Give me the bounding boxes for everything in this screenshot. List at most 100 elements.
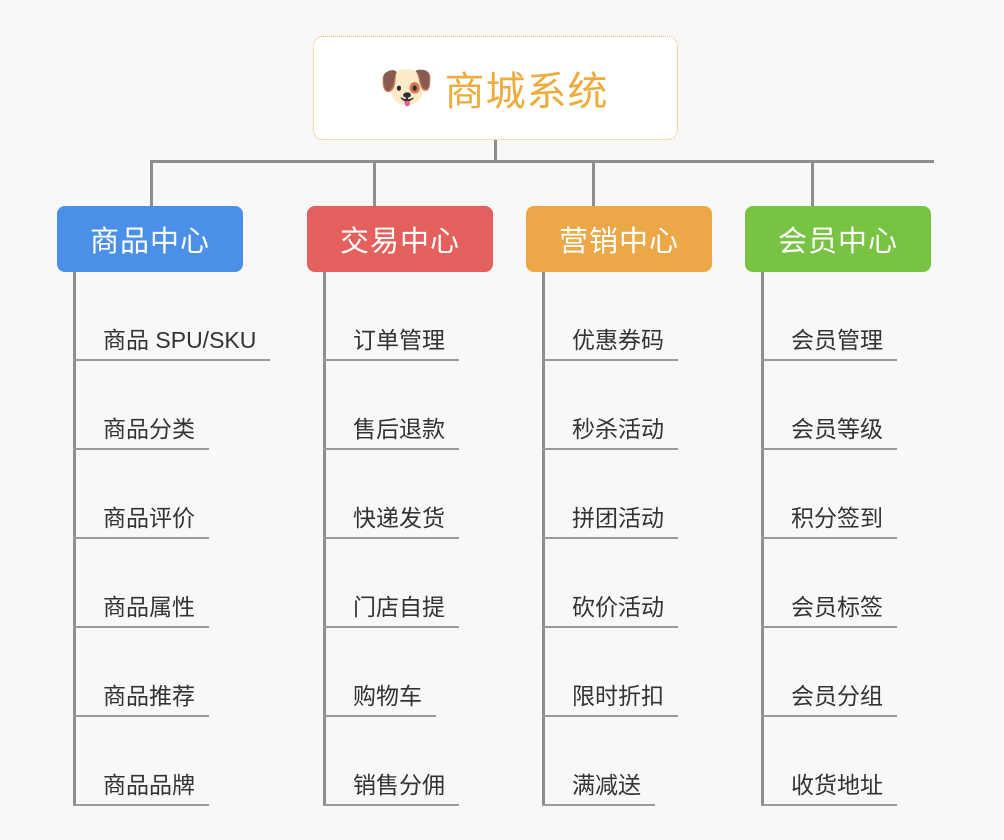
leaf-item-label: 订单管理	[353, 327, 445, 353]
leaf-item-underline	[542, 448, 678, 450]
connector-root-stem	[494, 140, 497, 162]
leaf-item-underline	[542, 626, 678, 628]
leaf-item[interactable]: 商品 SPU/SKU	[57, 272, 270, 361]
leaf-item-underline	[323, 537, 459, 539]
branch-trunk-marketing-center	[542, 272, 545, 806]
leaf-item-label: 售后退款	[353, 416, 445, 442]
leaf-item[interactable]: 购物车	[307, 628, 493, 717]
leaf-item-label: 商品分类	[103, 416, 195, 442]
leaf-item-label: 商品评价	[103, 505, 195, 531]
leaf-item-underline	[761, 715, 897, 717]
leaf-item-label: 优惠券码	[572, 327, 664, 353]
branch-header-label: 会员中心	[777, 226, 898, 258]
shiba-dog-face-icon: 🐶	[379, 63, 434, 112]
connector-horizontal-bar	[150, 160, 934, 163]
leaf-item[interactable]: 商品品牌	[57, 717, 256, 806]
leaf-item-underline	[542, 804, 655, 806]
leaf-list-member-center: 会员管理会员等级积分签到会员标签会员分组收货地址	[745, 272, 931, 806]
leaf-item-label: 砍价活动	[572, 594, 664, 620]
connector-drop-2	[373, 160, 376, 208]
leaf-item-underline	[542, 359, 678, 361]
leaf-item[interactable]: 会员管理	[745, 272, 931, 361]
leaf-item-underline	[73, 359, 270, 361]
leaf-item-label: 商品推荐	[103, 683, 195, 709]
leaf-item[interactable]: 优惠券码	[526, 272, 712, 361]
leaf-item-underline	[761, 804, 897, 806]
leaf-item-underline	[323, 715, 436, 717]
leaf-item-underline	[761, 359, 897, 361]
leaf-item-label: 商品品牌	[103, 772, 195, 798]
leaf-item-label: 会员分组	[791, 683, 883, 709]
leaf-item-underline	[73, 448, 209, 450]
leaf-item-underline	[323, 626, 459, 628]
leaf-list-product-center: 商品 SPU/SKU 商品分类商品评价商品属性商品推荐商品品牌	[57, 272, 270, 806]
leaf-list-trade-center: 订单管理售后退款快递发货门店自提购物车销售分佣	[307, 272, 493, 806]
leaf-list-marketing-center: 优惠券码秒杀活动拼团活动砍价活动限时折扣满减送	[526, 272, 712, 806]
leaf-item-label: 购物车	[353, 683, 422, 709]
leaf-item-label: 会员管理	[791, 327, 883, 353]
leaf-item[interactable]: 会员等级	[745, 361, 931, 450]
leaf-item[interactable]: 积分签到	[745, 450, 931, 539]
leaf-item-underline	[73, 537, 209, 539]
branch-header-marketing-center[interactable]: 营销中心	[526, 206, 712, 272]
leaf-item-underline	[323, 804, 459, 806]
root-node[interactable]: 🐶 商城系统	[313, 36, 678, 140]
leaf-item[interactable]: 会员分组	[745, 628, 931, 717]
leaf-item-underline	[761, 448, 897, 450]
leaf-item-label: 积分签到	[791, 505, 883, 531]
leaf-item[interactable]: 商品推荐	[57, 628, 256, 717]
connector-drop-1	[150, 160, 153, 208]
leaf-item[interactable]: 会员标签	[745, 539, 931, 628]
leaf-item-label: 门店自提	[353, 594, 445, 620]
leaf-item-underline	[323, 448, 459, 450]
leaf-item-label: 限时折扣	[572, 683, 664, 709]
leaf-item-label: 满减送	[572, 772, 641, 798]
leaf-item[interactable]: 商品评价	[57, 450, 256, 539]
leaf-item-underline	[323, 359, 459, 361]
leaf-item[interactable]: 满减送	[526, 717, 712, 806]
leaf-item[interactable]: 快递发货	[307, 450, 493, 539]
leaf-item-label: 会员标签	[791, 594, 883, 620]
leaf-item-underline	[761, 626, 897, 628]
branch-header-member-center[interactable]: 会员中心	[745, 206, 931, 272]
leaf-item-underline	[73, 715, 209, 717]
connector-drop-4	[811, 160, 814, 208]
root-title: 商城系统	[444, 70, 609, 114]
branch-header-product-center[interactable]: 商品中心	[57, 206, 243, 272]
leaf-item[interactable]: 商品分类	[57, 361, 256, 450]
leaf-item[interactable]: 砍价活动	[526, 539, 712, 628]
leaf-item-underline	[73, 626, 209, 628]
branch-header-label: 交易中心	[339, 226, 460, 258]
leaf-item-label: 秒杀活动	[572, 416, 664, 442]
leaf-item-label: 商品属性	[103, 594, 195, 620]
leaf-item[interactable]: 秒杀活动	[526, 361, 712, 450]
branch-trunk-member-center	[761, 272, 764, 806]
leaf-item-label: 商品 SPU/SKU	[103, 327, 257, 353]
leaf-item[interactable]: 订单管理	[307, 272, 493, 361]
leaf-item-label: 快递发货	[353, 505, 445, 531]
branch-member-center: 会员中心会员管理会员等级积分签到会员标签会员分组收货地址	[745, 206, 931, 806]
leaf-item-underline	[542, 715, 678, 717]
leaf-item[interactable]: 销售分佣	[307, 717, 493, 806]
leaf-item[interactable]: 商品属性	[57, 539, 256, 628]
leaf-item-label: 收货地址	[791, 772, 883, 798]
leaf-item[interactable]: 售后退款	[307, 361, 493, 450]
leaf-item[interactable]: 限时折扣	[526, 628, 712, 717]
leaf-item[interactable]: 收货地址	[745, 717, 931, 806]
branch-trade-center: 交易中心订单管理售后退款快递发货门店自提购物车销售分佣	[307, 206, 493, 806]
connector-drop-3	[592, 160, 595, 208]
branch-product-center: 商品中心商品 SPU/SKU 商品分类商品评价商品属性商品推荐商品品牌	[57, 206, 270, 806]
leaf-item-underline	[761, 537, 897, 539]
leaf-item[interactable]: 门店自提	[307, 539, 493, 628]
branch-header-label: 商品中心	[89, 226, 210, 258]
branch-header-label: 营销中心	[558, 226, 679, 258]
leaf-item[interactable]: 拼团活动	[526, 450, 712, 539]
branch-trunk-trade-center	[323, 272, 326, 806]
leaf-item-underline	[73, 804, 209, 806]
leaf-item-label: 拼团活动	[572, 505, 664, 531]
branch-header-trade-center[interactable]: 交易中心	[307, 206, 493, 272]
leaf-item-label: 会员等级	[791, 416, 883, 442]
leaf-item-label: 销售分佣	[353, 772, 445, 798]
leaf-item-underline	[542, 537, 678, 539]
